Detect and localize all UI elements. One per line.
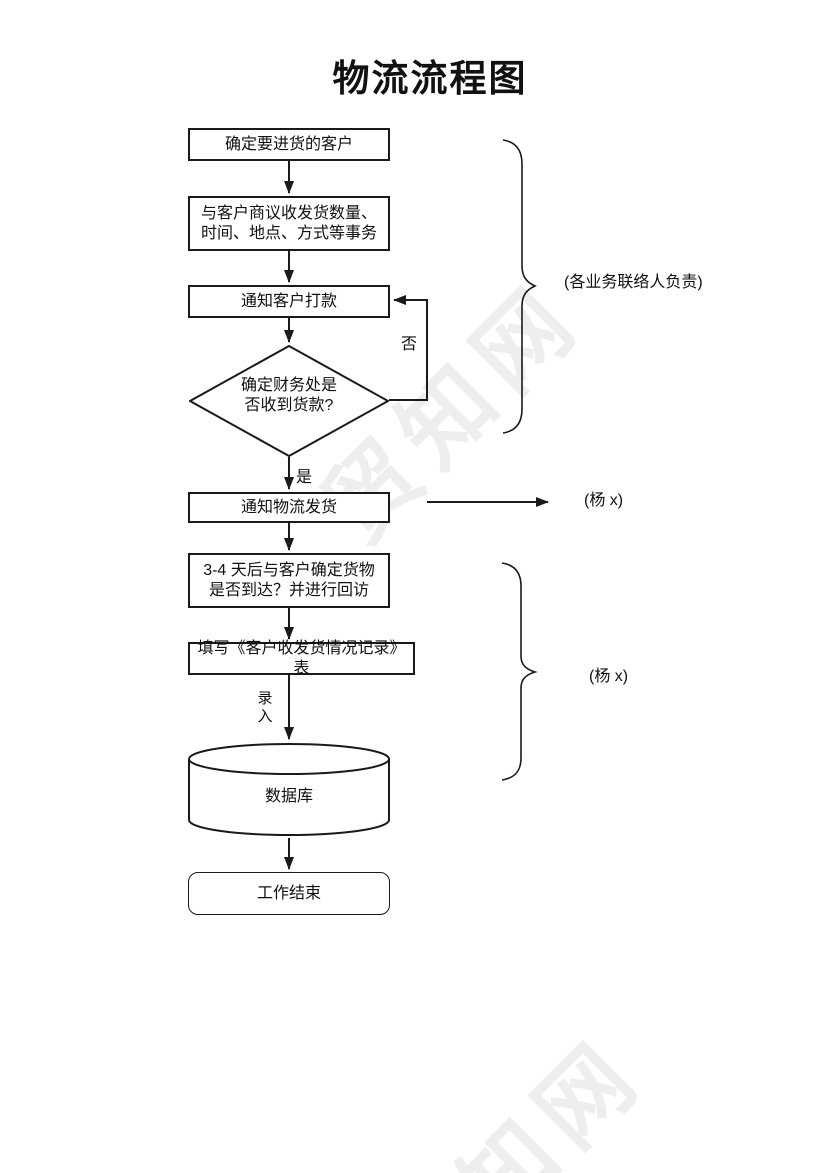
process-negotiate-details-line2: 时间、地点、方式等事务	[200, 224, 377, 242]
dispatch-arrow-label: (杨 x)	[584, 492, 624, 509]
decision-line2: 否收到货款?	[244, 397, 334, 414]
process-notify-logistics-label: 通知物流发货	[240, 498, 337, 516]
process-fill-record-label: 填写《客户收发货情况记录》表	[197, 639, 406, 677]
database-cylinder: 数据库	[187, 742, 391, 838]
yes-label: 是	[296, 469, 313, 486]
decision-payment-received: 确定财务处是 否收到货款?	[189, 345, 389, 457]
brace-bottom	[501, 562, 538, 781]
process-notify-payment: 通知客户打款	[188, 285, 390, 318]
brace-bottom-label: (杨 x)	[589, 668, 629, 685]
record-entry-line1: 录	[257, 690, 273, 707]
process-negotiate-details: 与客户商议收发货数量、 时间、地点、方式等事务	[188, 196, 390, 251]
database-label: 数据库	[264, 788, 313, 805]
process-confirm-arrival: 3-4 天后与客户确定货物 是否到达？并进行回访	[188, 553, 390, 608]
record-entry-line2: 入	[257, 708, 273, 725]
process-determine-customer-label: 确定要进货的客户	[224, 135, 353, 153]
page-title: 物流流程图	[332, 58, 528, 99]
terminator-end-label: 工作结束	[256, 884, 321, 902]
no-label: 否	[401, 336, 418, 353]
brace-top-label: (各业务联络人负责)	[564, 274, 703, 291]
process-notify-payment-label: 通知客户打款	[240, 292, 337, 310]
process-confirm-arrival-line2: 是否到达？并进行回访	[208, 581, 369, 599]
process-fill-record: 填写《客户收发货情况记录》表	[188, 640, 415, 677]
decision-line1: 确定财务处是	[240, 377, 337, 394]
process-negotiate-details-line1: 与客户商议收发货数量、	[200, 204, 377, 222]
record-entry-label: 录 入	[253, 690, 277, 726]
process-notify-logistics: 通知物流发货	[188, 492, 390, 523]
process-determine-customer: 确定要进货的客户	[188, 128, 390, 161]
process-confirm-arrival-line1: 3-4 天后与客户确定货物	[203, 561, 375, 579]
watermark-text-bottom: 贸知网	[366, 1019, 664, 1173]
terminator-end: 工作结束	[188, 872, 390, 915]
